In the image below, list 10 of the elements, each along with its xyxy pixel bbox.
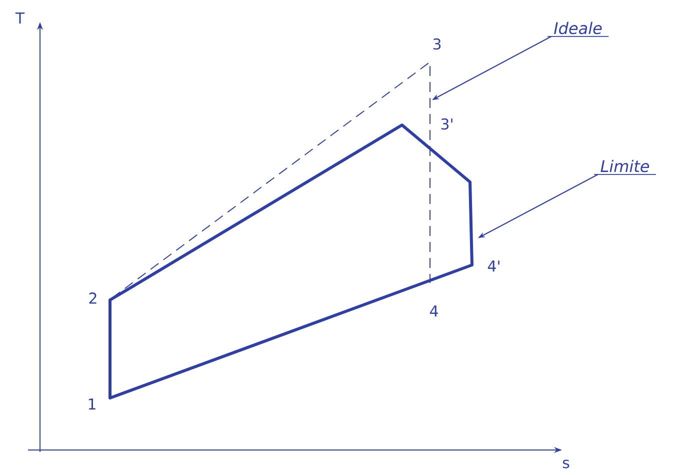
callout-text: Ideale bbox=[546, 22, 610, 37]
axis-label: s bbox=[562, 460, 570, 468]
point-label: 1 bbox=[88, 398, 96, 410]
callout-text: Limite bbox=[594, 160, 656, 175]
axis-label: T bbox=[15, 12, 25, 24]
point-label: 3' bbox=[441, 118, 452, 130]
point-label: 4 bbox=[430, 306, 438, 316]
point-label: 2 bbox=[89, 292, 96, 304]
point-label: 3 bbox=[433, 38, 441, 50]
point-label: 4' bbox=[488, 260, 500, 272]
